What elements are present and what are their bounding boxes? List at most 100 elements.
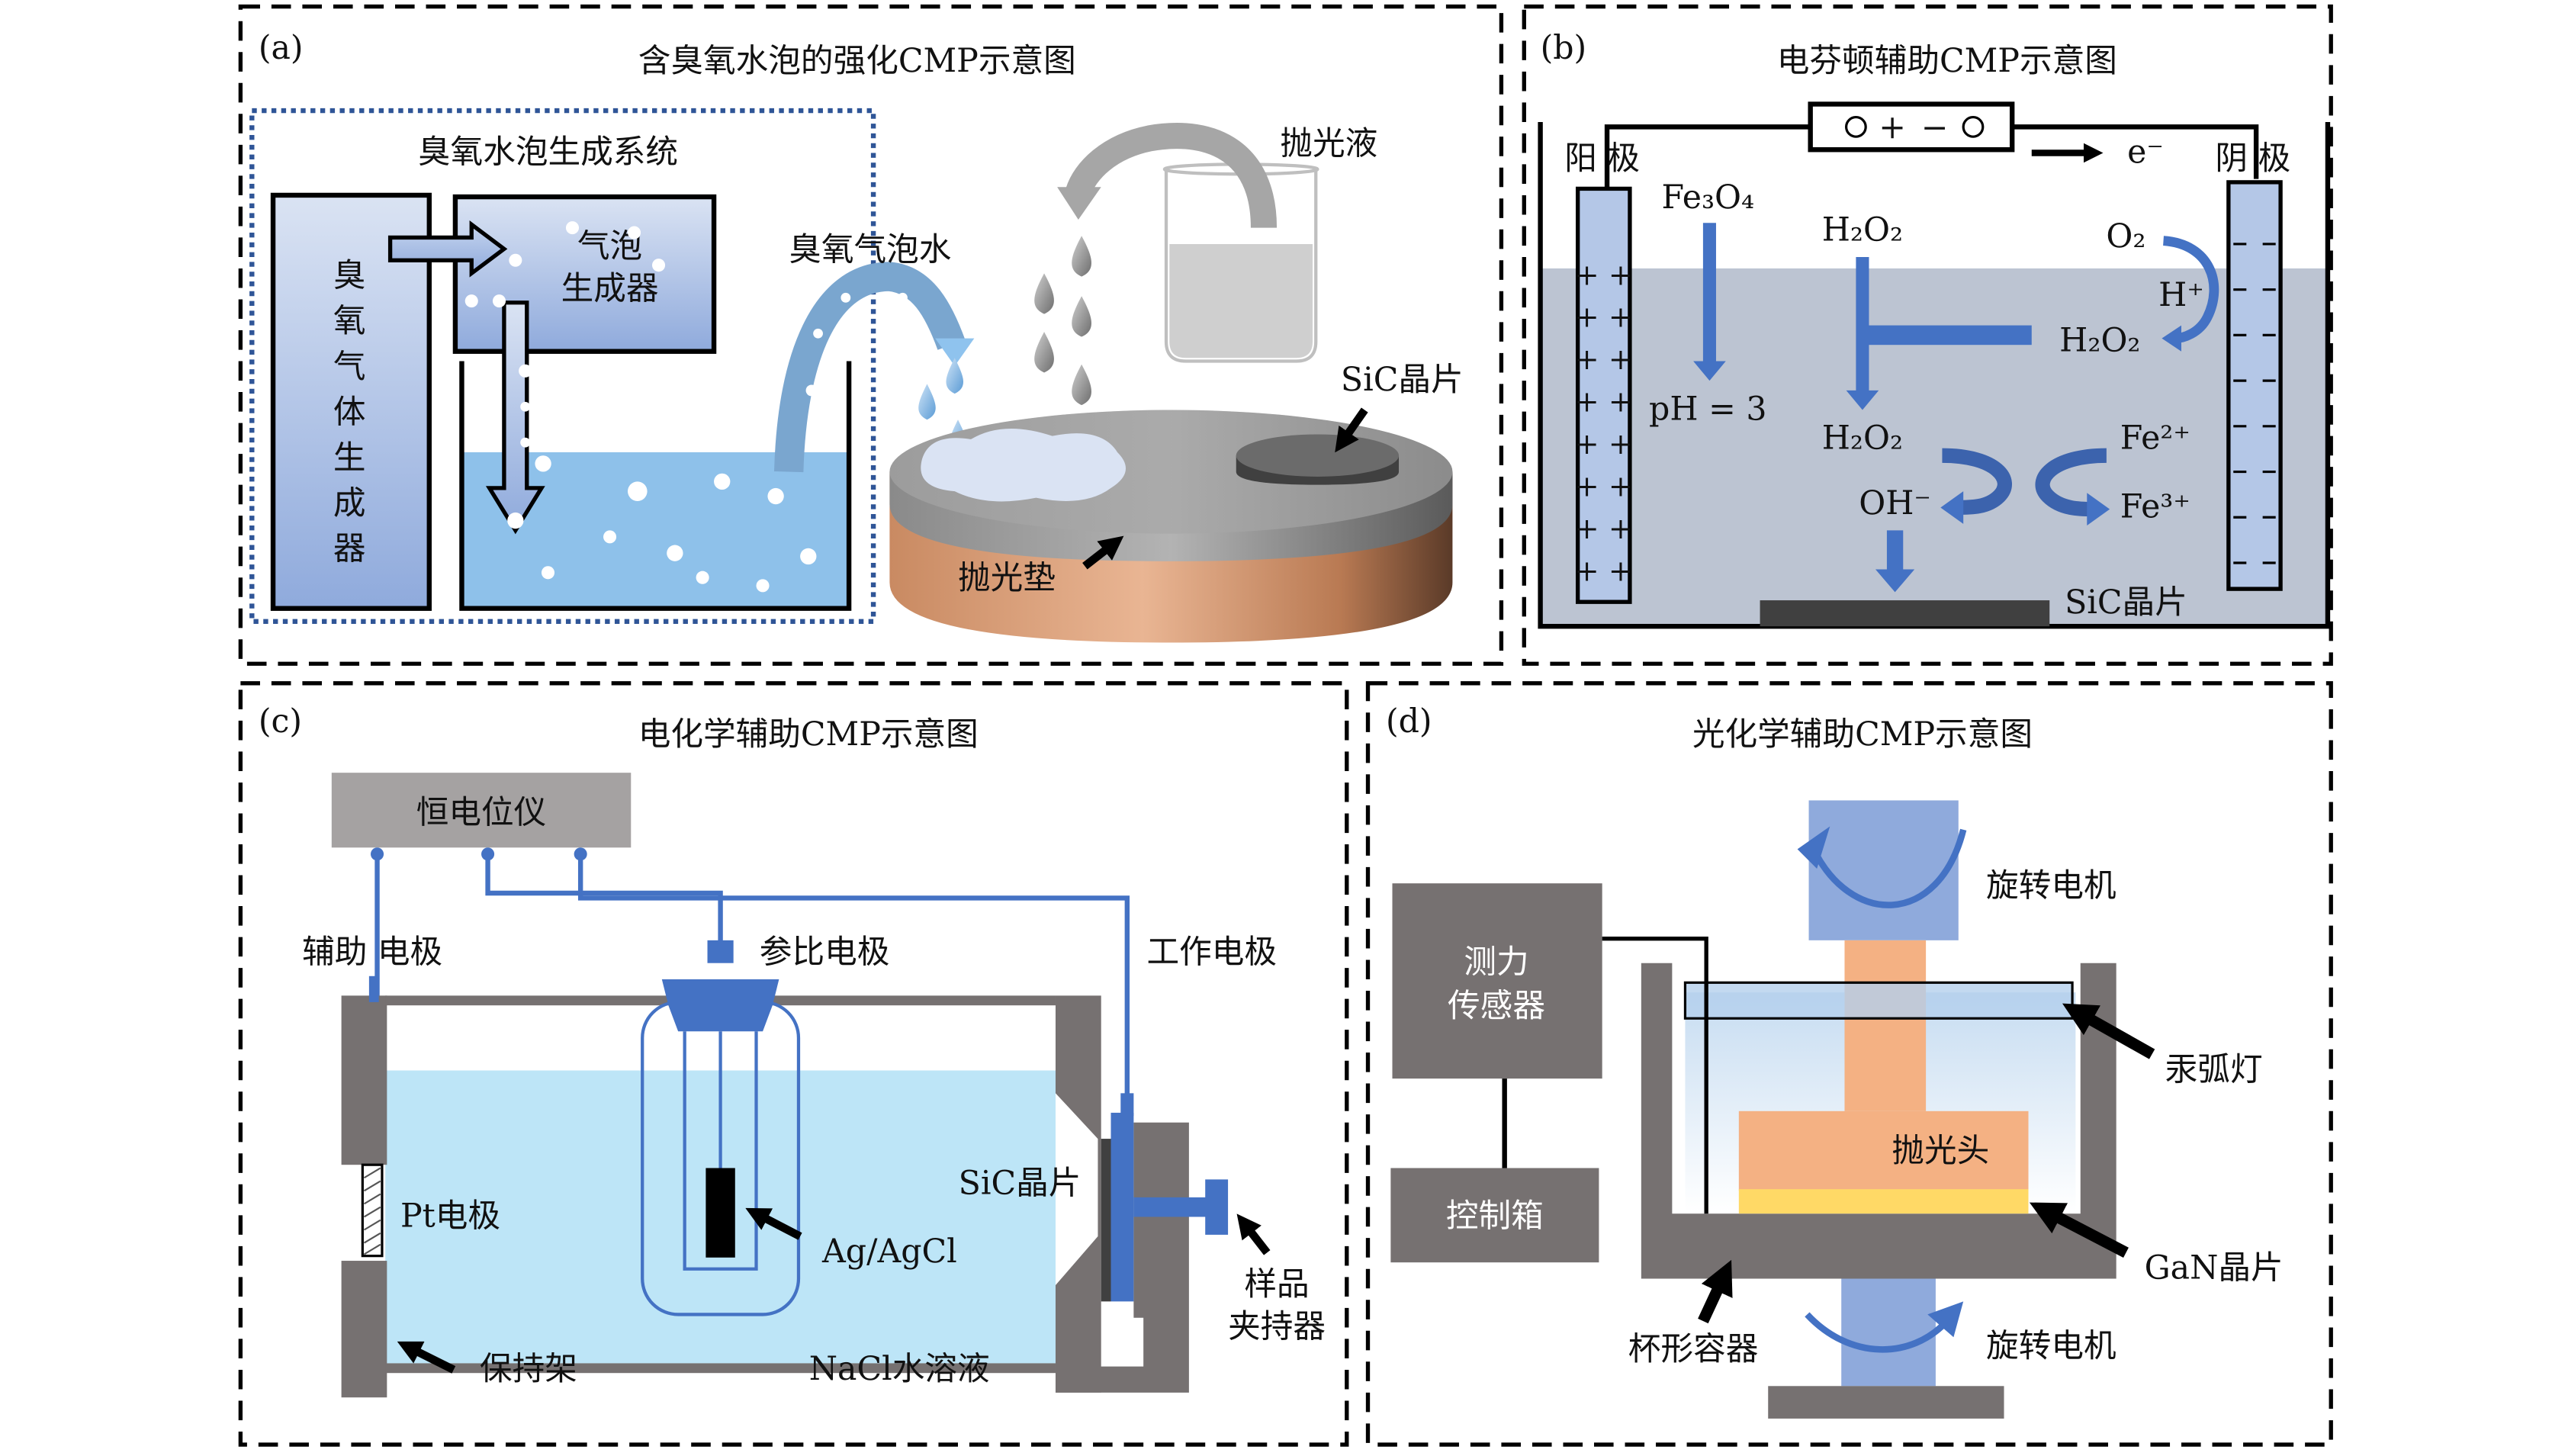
panel-c-border: [238, 681, 1349, 1447]
panel-d-tag: (d): [1386, 702, 1432, 741]
bottom-motor: [1841, 1278, 1936, 1387]
frame-pointer: [397, 1341, 456, 1374]
svg-text:生: 生: [333, 439, 366, 477]
potentiostat-label: 恒电位仪: [416, 793, 547, 831]
fe3o4-label: Fe₃O₄: [1661, 178, 1754, 217]
o2-reduction-arrow: [2162, 236, 2219, 344]
fe2-to-fe3-arrow: [2035, 448, 2107, 517]
oh-label: OH⁻: [1859, 484, 1931, 522]
panel-a: (a) 含臭氧水泡的强化CMP示意图 臭氧水泡生成系统 臭 氧 气 体 生 成 …: [238, 4, 1504, 666]
slurry-droplets: [1034, 236, 1091, 406]
ref-electrode-cap: [707, 940, 734, 963]
h2o2-right-label: H₂O₂: [2059, 322, 2140, 360]
potentiostat: [331, 773, 632, 848]
h2o2-down-arrow: [1846, 257, 1879, 410]
cathode-electrode: [2226, 180, 2283, 591]
sample-holder-label-2: 夹持器: [1228, 1307, 1326, 1345]
h2o2-merge-bar: [1866, 325, 2032, 346]
fe3-label: Fe³⁺: [2120, 487, 2190, 526]
agcl-label: Ag/AgCl: [821, 1233, 957, 1271]
panel-b: (b) 电芬顿辅助CMP示意图 + − e⁻ 阳 极 阴 极 + + + + +…: [1522, 4, 2333, 666]
polishing-shaft: [1844, 940, 1927, 1111]
slurry-pour-arrow: [1065, 123, 1278, 229]
control-box: [1390, 1168, 1599, 1263]
sample-holder-arm: [1133, 1197, 1209, 1217]
ozone-water-label: 臭氧气泡水: [789, 230, 951, 268]
polishing-head-label: 抛光头: [1892, 1132, 1989, 1170]
ozone-foam: [921, 428, 1127, 502]
anode-label: 阳 极: [1564, 140, 1640, 178]
slurry-label: 抛光液: [1280, 125, 1377, 163]
svg-text:+ +: + +: [1575, 512, 1634, 546]
bubble-flow-arrow: [485, 301, 545, 535]
ref-electrode-outer-tube: [641, 1000, 801, 1316]
positive-terminal: [1845, 115, 1867, 138]
svg-text:氧: 氧: [333, 302, 366, 340]
gas-flow-arrow: [387, 220, 508, 278]
sic-wafer-a: [1236, 434, 1400, 485]
negative-terminal: [1962, 115, 1985, 138]
fe2-label: Fe²⁺: [2120, 419, 2190, 458]
frame-right: [1055, 995, 1101, 1393]
svg-text:成: 成: [333, 484, 366, 522]
ref-electrode-stopper: [661, 979, 779, 1032]
cup-label: 杯形容器: [1628, 1330, 1759, 1368]
ref-electrode-label: 参比电极: [760, 934, 890, 972]
sic-wafer-a-label: SiC晶片: [1341, 361, 1464, 399]
force-sensor-label-1: 测力: [1464, 943, 1528, 982]
electron-label: e⁻: [2127, 133, 2164, 171]
anode-electrode: [1575, 186, 1632, 604]
control-box-label: 控制箱: [1446, 1197, 1544, 1235]
svg-text:+ +: + +: [1575, 301, 1634, 335]
svg-text:+ +: + +: [1575, 385, 1634, 419]
top-motor-label: 旋转电机: [1986, 866, 2116, 905]
ozone-water-arrowhead: [935, 338, 975, 366]
sample-holder-label-1: 样品: [1244, 1265, 1309, 1303]
positive-sign: +: [1879, 108, 1906, 146]
nacl-solution-label: NaCl水溶液: [809, 1350, 990, 1388]
water-tank: [459, 361, 852, 611]
polishing-head: [1738, 1110, 2029, 1191]
polishing-pad-pointer: [1082, 535, 1124, 570]
svg-text:+ +: + +: [1575, 470, 1634, 504]
cup-pointer: [1698, 1259, 1733, 1324]
ozone-gas-generator-label: 臭 氧 气 体 生 成 器: [333, 256, 366, 567]
svg-text:气: 气: [333, 348, 366, 386]
mercury-lamp: [1683, 981, 2074, 1020]
h2o2-mid-label: H₂O₂: [1822, 419, 1903, 458]
top-motor-rotation-arrow: [1808, 828, 1967, 908]
frame-label: 保持架: [480, 1350, 577, 1388]
ph-label: pH = 3: [1649, 390, 1766, 428]
cathode-charges: [2233, 243, 2276, 564]
anode-charges: + + + + + + + + + + + + + + + +: [1575, 258, 1634, 588]
panel-d: (d) 光化学辅助CMP示意图 测力 传感器 控制箱 旋转电机 抛光头 汞弧灯 …: [1365, 681, 2333, 1447]
mercury-lamp-pointer: [2062, 1003, 2155, 1059]
panel-a-title: 含臭氧水泡的强化CMP示意图: [638, 42, 1076, 80]
work-electrode-rod: [1110, 1112, 1134, 1302]
sic-wafer-b-label: SiC晶片: [2065, 583, 2187, 622]
svg-text:体: 体: [333, 394, 366, 432]
sensor-cable: [1602, 937, 1708, 1214]
cathode-label: 阴 极: [2215, 140, 2290, 178]
slurry-beaker: [1162, 162, 1319, 363]
svg-text:臭: 臭: [333, 256, 366, 294]
gan-wafer-pointer: [2029, 1202, 2129, 1258]
top-motor: [1808, 800, 1959, 940]
pt-electrode-label: Pt电极: [400, 1197, 500, 1235]
sample-holder-frame: [1055, 1122, 1189, 1393]
h2o2-top-label: H₂O₂: [1822, 211, 1903, 249]
svg-text:+ +: + +: [1575, 427, 1634, 461]
sample-holder-pointer: [1236, 1213, 1271, 1255]
bubble-generator: [452, 194, 717, 354]
bottom-motor-label: 旋转电机: [1986, 1327, 2116, 1365]
panel-d-title: 光化学辅助CMP示意图: [1692, 715, 2033, 754]
motor-base: [1768, 1386, 2004, 1419]
ref-electrode-inner-tube: [683, 1031, 758, 1271]
cup-container: [1641, 963, 2116, 1279]
panel-b-border: [1522, 4, 2333, 666]
bubbles: [464, 221, 817, 593]
sic-wafer-c: [1101, 1139, 1111, 1302]
svg-text:+ +: + +: [1575, 258, 1634, 292]
svg-text:+ +: + +: [1575, 554, 1634, 588]
